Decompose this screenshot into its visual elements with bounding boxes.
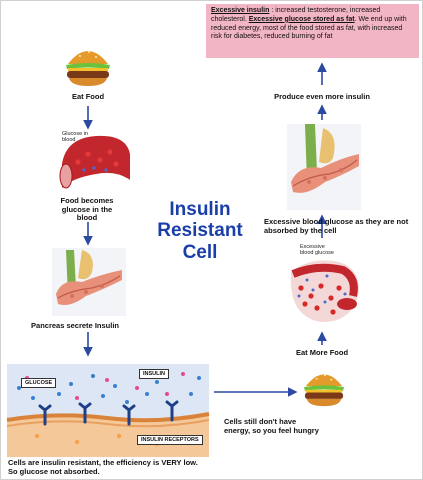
effects-note: Excessive insulin : increased testostero… [206, 4, 419, 58]
step-pancreas-secrete: Pancreas secrete Insulin [31, 321, 119, 330]
step-food-becomes-glucose: Food becomes glucose in the blood [60, 196, 114, 223]
blood-vessel-icon [290, 260, 359, 322]
cell-membrane-panel: GLUCOSE INSULIN INSULIN RECEPTORS [6, 364, 210, 457]
note-text-2: . We end up with reduced energy, most of… [211, 15, 407, 41]
label-excessive-blood-glucose: Excessive blood glucose [300, 244, 334, 257]
title-line-1: Insulin [169, 199, 231, 220]
title-line-2: Resistant [157, 220, 243, 242]
step-cells-no-energy: Cells still don't have energy, so you fe… [224, 417, 319, 435]
cell-membrane-illustration [6, 364, 210, 457]
label-insulin: INSULIN [139, 369, 169, 379]
pancreas-icon [52, 248, 126, 316]
pancreas-icon [287, 124, 361, 210]
note-lead-glucose: Excessive glucose stored as fat [248, 15, 355, 23]
step-cells-insulin-resistant: Cells are insulin resistant, the efficie… [8, 458, 198, 476]
step-eat-more-food: Eat More Food [295, 348, 349, 357]
title-line-3: Cell [182, 241, 218, 263]
note-text-1: : increased testosterone, increased chol… [211, 7, 381, 23]
step-eat-food: Eat Food [71, 92, 105, 101]
note-lead-insulin: Excessive insulin [211, 7, 270, 14]
burger-icon [66, 51, 110, 86]
burger-icon [304, 374, 344, 407]
label-glucose: GLUCOSE [21, 378, 57, 388]
blood-vessel-icon [59, 135, 130, 189]
label-glucose-in-blood: Glucose in blood [62, 131, 88, 144]
step-excessive-blood-glucose: Excessive blood glucose as they are not … [264, 217, 409, 235]
diagram-title: Insulin Resistant Cell [150, 199, 250, 263]
step-produce-more-insulin: Produce even more insulin [274, 92, 370, 101]
label-insulin-receptors: INSULIN RECEPTORS [137, 435, 203, 445]
